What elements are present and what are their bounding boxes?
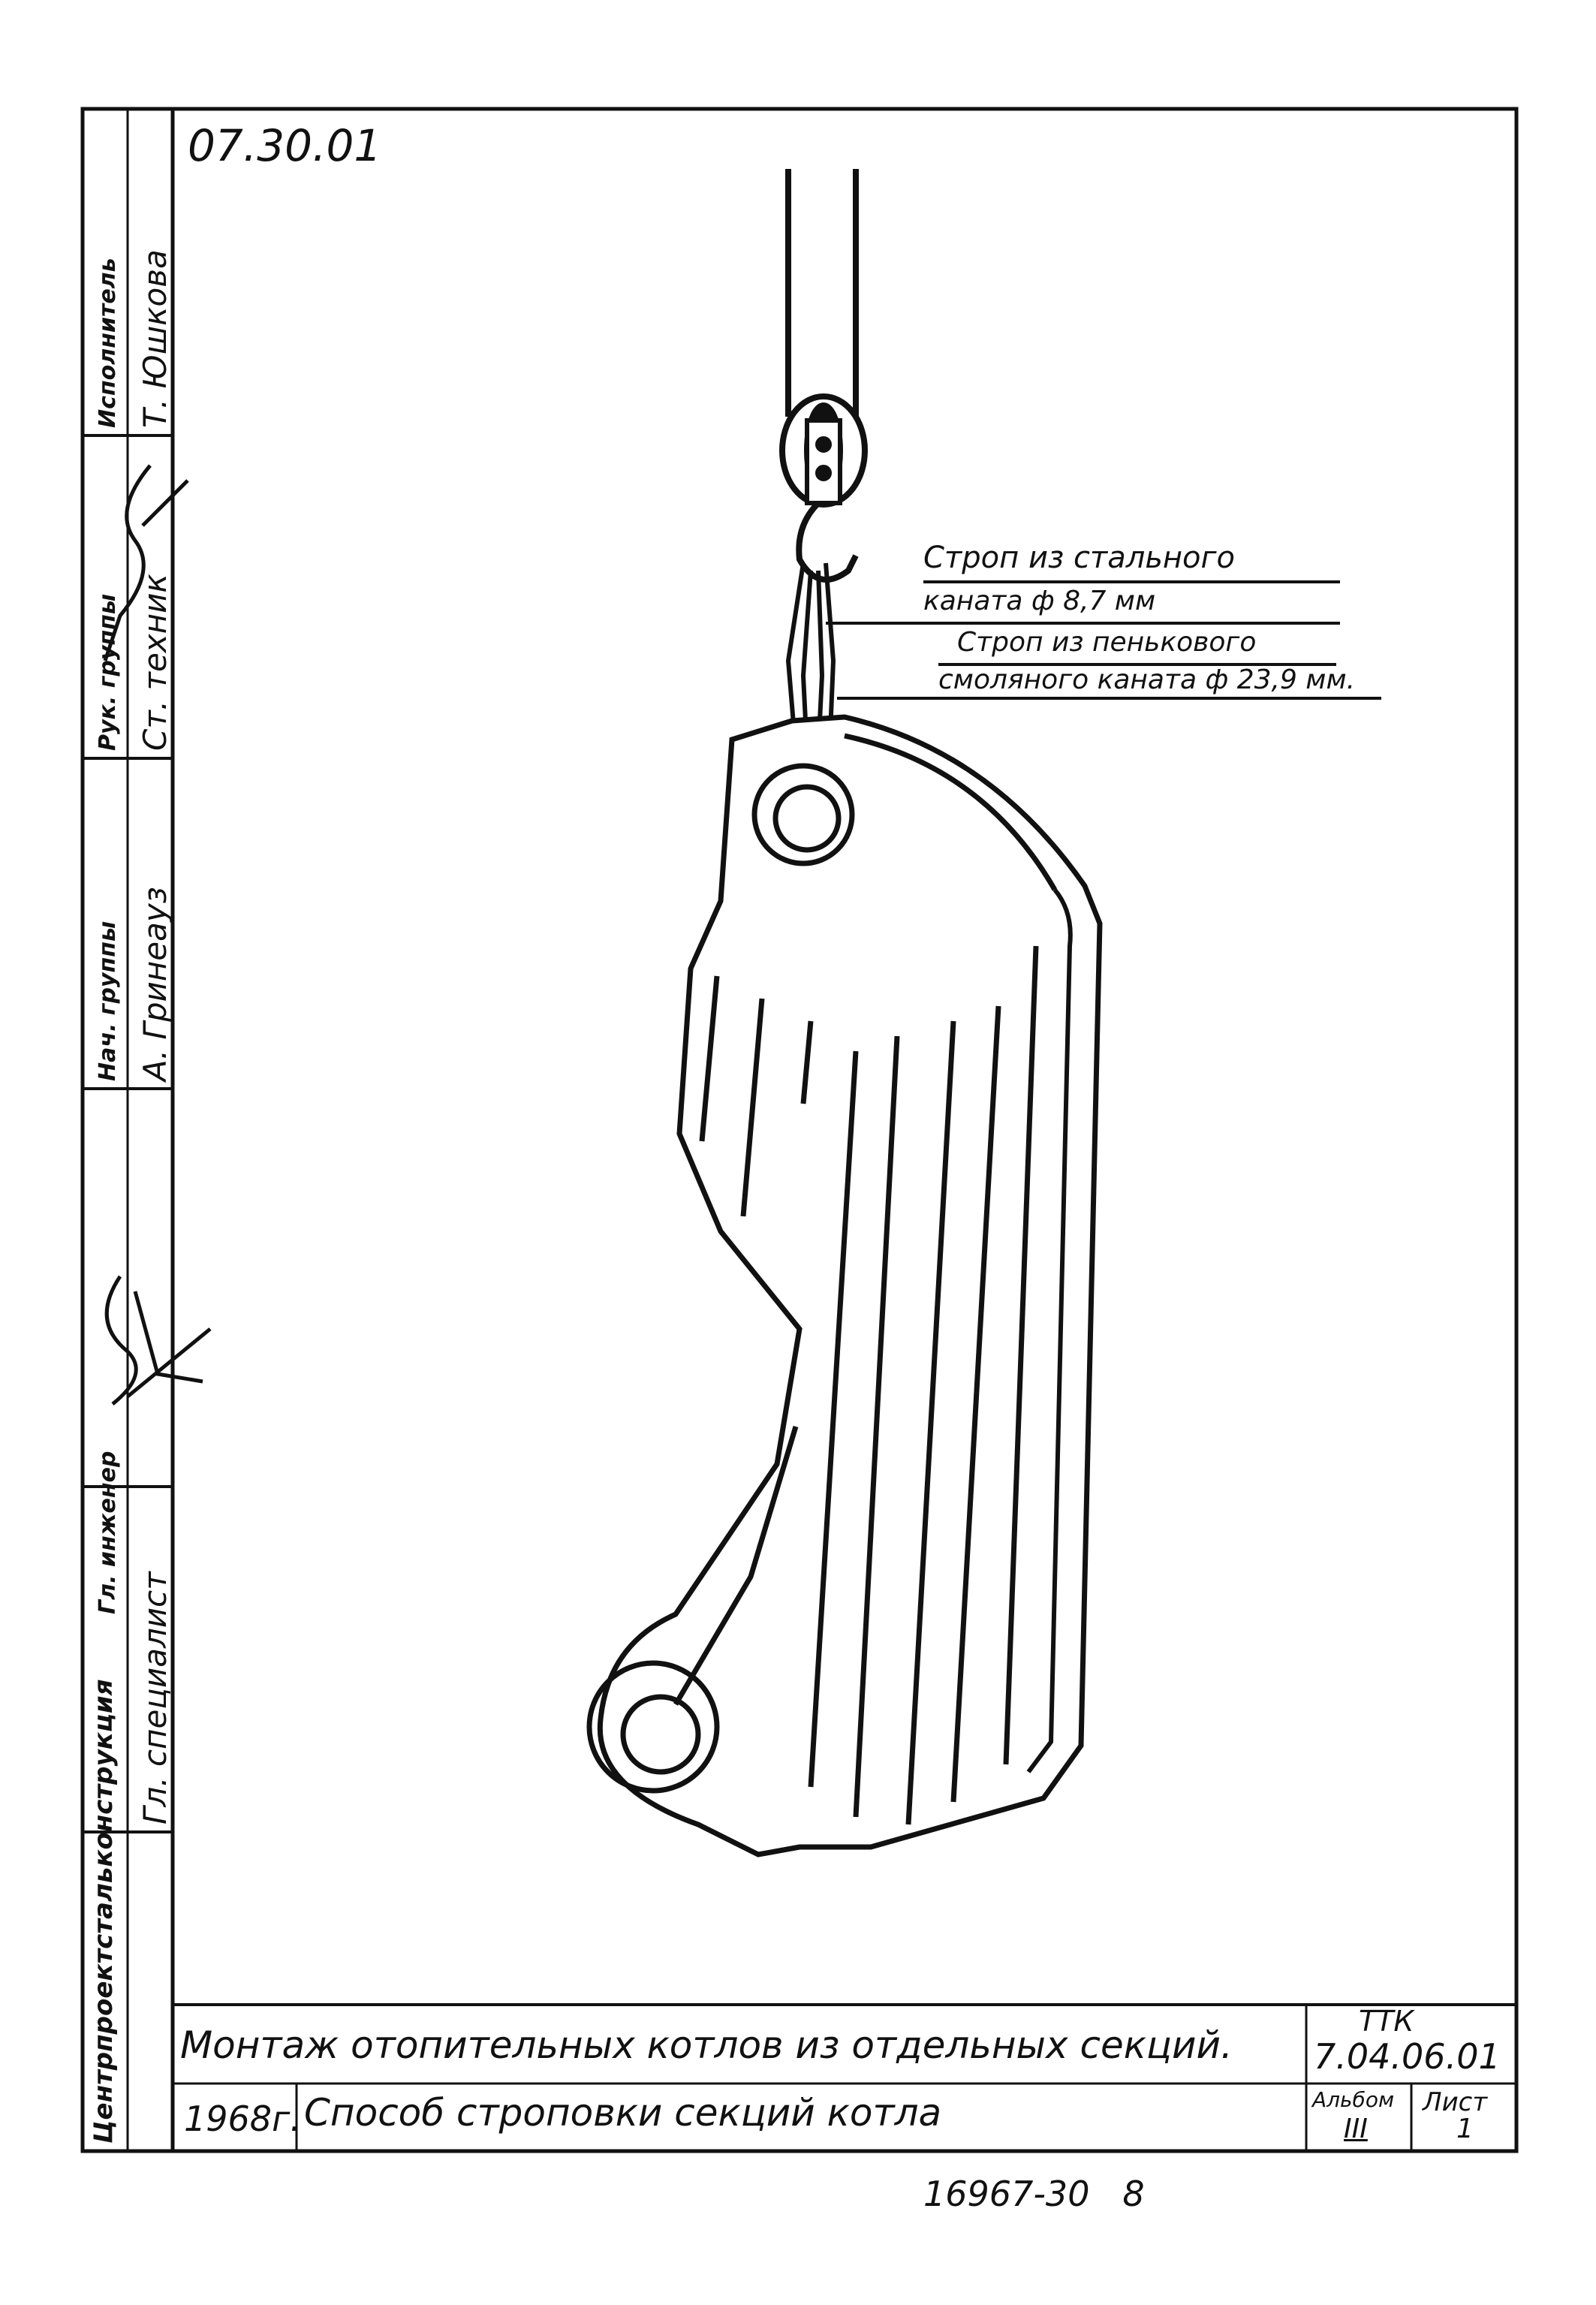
- album-value: III: [1344, 2114, 1368, 2144]
- hemp-sling-label-line2: смоляного каната ф 23,9 мм.: [938, 664, 1356, 695]
- stamp-name-4: Т. Юшкова: [137, 249, 173, 428]
- stamp-role-header-3: Рук. группы: [95, 593, 121, 751]
- sheet-value: 1: [1456, 2114, 1474, 2144]
- year: 1968г.: [184, 2099, 301, 2139]
- sheet-label: Лист: [1423, 2087, 1488, 2117]
- stamp-role-1: Гл. специалист: [137, 1571, 173, 1824]
- stamp-org: Центрпроектстальконструкция: [89, 1679, 119, 2144]
- crane-hook-assembly: [779, 169, 868, 583]
- signature-marks: [103, 464, 212, 1406]
- stamp-role-3: Ст. техник: [137, 574, 173, 751]
- title-main: Монтаж отопительных котлов из отдельных …: [180, 2023, 1233, 2067]
- steel-sling-label-line1: Строп из стального: [923, 541, 1235, 575]
- drawing-frame: [80, 107, 1519, 2153]
- subtitle: Способ строповки секций котла: [304, 2091, 942, 2135]
- ttk-label: ТТК: [1359, 2005, 1414, 2038]
- stamp-role-header-1: Гл. инженер: [95, 1451, 121, 1614]
- archive-stamp: 16967-30 8: [923, 2174, 1145, 2214]
- hemp-sling-label-line1: Строп из пенькового: [957, 627, 1257, 658]
- boiler-section: [586, 714, 1103, 1858]
- stamp-role-header-2: Нач. группы: [95, 920, 121, 1081]
- steel-sling-label-line2: каната ф 8,7 мм: [923, 586, 1156, 616]
- sheet-code: 07.30.01: [188, 120, 382, 171]
- callout-leaders: [826, 580, 1381, 700]
- album-label: Альбом: [1312, 2087, 1395, 2112]
- stamp-name-2: А. Гринеауз: [137, 886, 173, 1081]
- ttk-code: 7.04.06.01: [1314, 2036, 1501, 2077]
- stamp-role-header-4: Исполнитель: [95, 258, 121, 428]
